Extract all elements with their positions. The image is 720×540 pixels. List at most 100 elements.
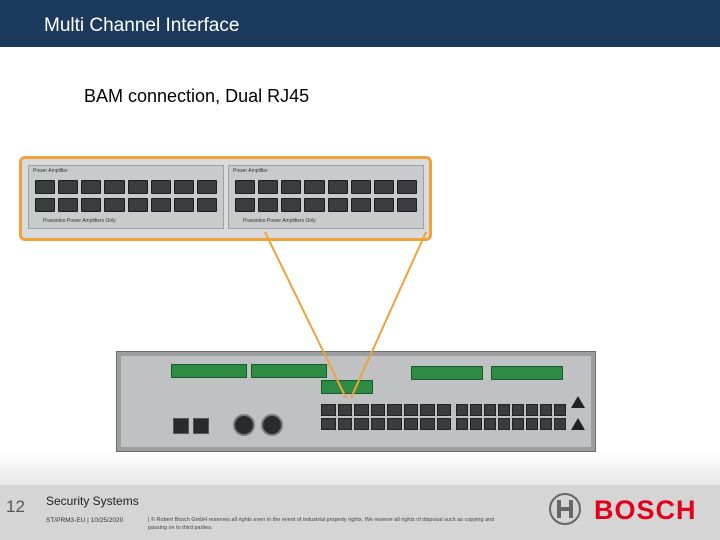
rj45-port bbox=[470, 418, 482, 430]
rj45-port bbox=[370, 418, 385, 430]
rj45-port bbox=[258, 180, 279, 194]
bosch-logo-text: BOSCH bbox=[594, 495, 697, 525]
rj45-port bbox=[554, 418, 566, 430]
department-label: Security Systems bbox=[46, 494, 139, 508]
rj45-port bbox=[150, 180, 171, 194]
patch-panel-right: Power Amplifier Praesideo Power Amplifie… bbox=[228, 165, 424, 229]
slide-subtitle: BAM connection, Dual RJ45 bbox=[84, 86, 310, 106]
rj45-port bbox=[35, 198, 56, 212]
rj45-port bbox=[196, 198, 217, 212]
rj45-port bbox=[35, 180, 56, 194]
rj45-port bbox=[554, 404, 566, 416]
rj45-port bbox=[512, 418, 524, 430]
rj45-port bbox=[58, 198, 79, 212]
rj45-port bbox=[196, 180, 217, 194]
rj45-port bbox=[350, 180, 371, 194]
terminal-block bbox=[251, 364, 327, 378]
rj45-port bbox=[235, 180, 256, 194]
rj45-port bbox=[420, 404, 435, 416]
rj45-port bbox=[58, 180, 79, 194]
header-bar: Multi Channel Interface bbox=[0, 0, 720, 47]
rj45-port bbox=[436, 418, 451, 430]
footer-meta: ST/PRM3-EU | 10/25/2020 bbox=[46, 517, 124, 524]
rj45-port bbox=[396, 180, 417, 194]
rj45-port bbox=[350, 198, 371, 212]
rj45-port bbox=[337, 404, 352, 416]
page-number: 12 bbox=[6, 497, 25, 516]
warning-icon bbox=[571, 396, 585, 408]
port-row-right-upper bbox=[235, 180, 417, 194]
port-row-right-lower bbox=[235, 198, 417, 212]
xlr-connector-icon bbox=[261, 414, 283, 436]
port-row-left-lower bbox=[35, 198, 217, 212]
slide-title: Multi Channel Interface bbox=[44, 15, 240, 36]
rj45-port bbox=[321, 404, 336, 416]
rj45-port bbox=[456, 418, 468, 430]
rj45-port bbox=[526, 418, 538, 430]
rj45-port bbox=[173, 180, 194, 194]
rj45-port bbox=[327, 198, 348, 212]
rj45-port bbox=[403, 404, 418, 416]
xlr-connector-icon bbox=[233, 414, 255, 436]
rj45-port bbox=[484, 418, 496, 430]
rj45-port bbox=[127, 198, 148, 212]
rj45-port bbox=[436, 404, 451, 416]
panel-left-note: Praesideo Power Amplifiers Only bbox=[43, 218, 116, 224]
rj45-port bbox=[470, 404, 482, 416]
terminal-block bbox=[321, 380, 373, 394]
rj45-port bbox=[81, 180, 102, 194]
footer-legal: | © Robert Bosch GmbH reserves all right… bbox=[148, 517, 495, 531]
rj45-port bbox=[281, 180, 302, 194]
rj45-port bbox=[104, 180, 125, 194]
rj45-port bbox=[81, 198, 102, 212]
rj45-port bbox=[540, 404, 552, 416]
rj45-port bbox=[403, 418, 418, 430]
rj45-bank-left bbox=[321, 404, 451, 430]
panel-left-label: Power Amplifier bbox=[33, 168, 68, 174]
rj45-port bbox=[484, 404, 496, 416]
terminal-block bbox=[491, 366, 563, 380]
warning-icon bbox=[571, 418, 585, 430]
rj45-port bbox=[258, 198, 279, 212]
multi-channel-interface-device-image bbox=[116, 351, 596, 452]
panel-right-label: Power Amplifier bbox=[233, 168, 268, 174]
terminal-block bbox=[411, 366, 483, 380]
bosch-armature-icon bbox=[549, 493, 581, 525]
connection-line-left bbox=[264, 231, 347, 399]
rj45-port bbox=[540, 418, 552, 430]
rj45-port bbox=[354, 418, 369, 430]
rj45-port bbox=[173, 198, 194, 212]
rj45-port bbox=[150, 198, 171, 212]
patch-panel-left: Power Amplifier Praesideo Power Amplifie… bbox=[28, 165, 224, 229]
rj45-port bbox=[321, 418, 336, 430]
rj45-port bbox=[127, 180, 148, 194]
rj45-port bbox=[304, 198, 325, 212]
rj45-port bbox=[327, 180, 348, 194]
rj45-port bbox=[104, 198, 125, 212]
image-reflection bbox=[0, 452, 720, 485]
connector-icon bbox=[173, 418, 189, 434]
rj45-port bbox=[512, 404, 524, 416]
rj45-port bbox=[281, 198, 302, 212]
footer-bar: 12 Security Systems ST/PRM3-EU | 10/25/2… bbox=[0, 485, 720, 540]
connection-line-right bbox=[350, 231, 427, 399]
rj45-bank-right bbox=[456, 404, 566, 430]
terminal-block bbox=[171, 364, 247, 378]
device-front-panel bbox=[121, 356, 591, 447]
rj45-port bbox=[498, 418, 510, 430]
port-row-left-upper bbox=[35, 180, 217, 194]
rj45-port bbox=[235, 198, 256, 212]
rj45-port bbox=[337, 418, 352, 430]
rj45-port bbox=[420, 418, 435, 430]
rj45-port bbox=[304, 180, 325, 194]
rj45-port bbox=[387, 404, 402, 416]
rj45-port bbox=[456, 404, 468, 416]
rj45-port bbox=[526, 404, 538, 416]
patch-panel-image: Power Amplifier Praesideo Power Amplifie… bbox=[19, 156, 432, 241]
panel-right-note: Praesideo Power Amplifiers Only bbox=[243, 218, 316, 224]
rj45-port bbox=[387, 418, 402, 430]
rj45-port bbox=[498, 404, 510, 416]
rj45-port bbox=[373, 180, 394, 194]
rj45-port bbox=[396, 198, 417, 212]
